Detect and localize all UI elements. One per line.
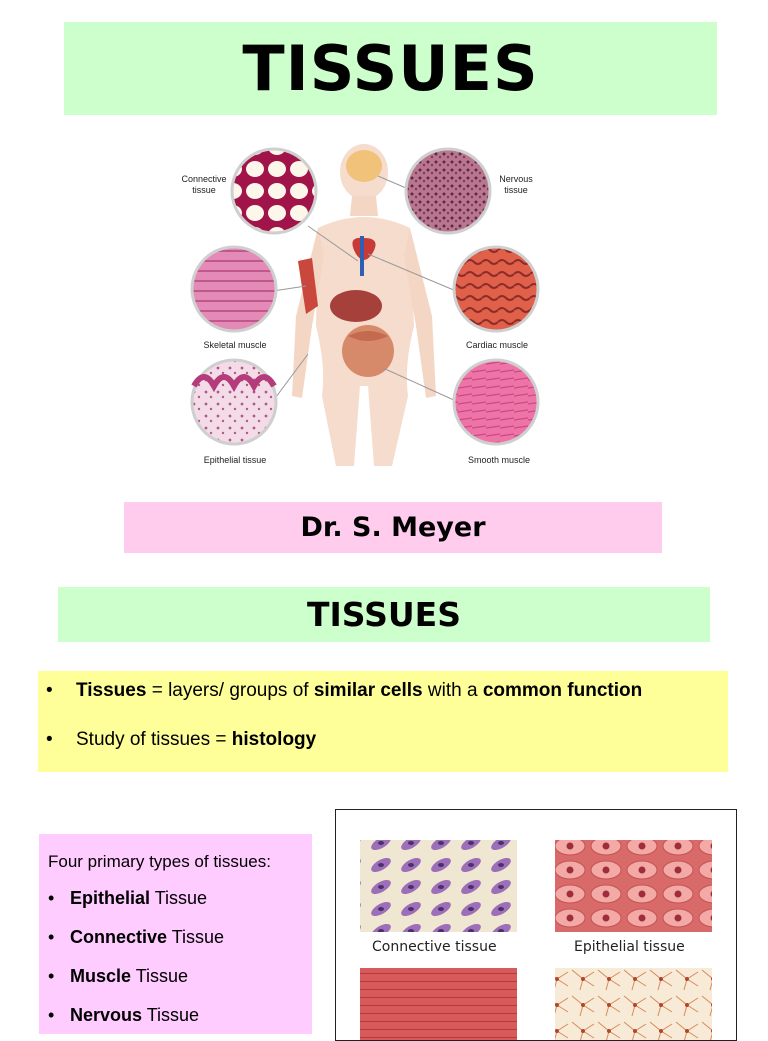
- author-name: Dr. S. Meyer: [124, 502, 662, 553]
- type-suffix: Tissue: [150, 888, 208, 908]
- label-epithelial-tissue: Epithelial tissue: [204, 455, 267, 465]
- type-suffix: Tissue: [167, 927, 225, 947]
- type-name: Connective: [70, 927, 168, 947]
- bullet: •: [46, 729, 53, 750]
- nervous-tissue-circle: [404, 147, 492, 235]
- types-intro: Four primary types of tissues:: [48, 852, 271, 871]
- list-item: • Connective Tissue: [48, 927, 224, 948]
- human-body: [292, 144, 436, 466]
- definition-box: • Tissues = layers/ groups of similar cel…: [38, 671, 728, 772]
- connective-tissue-tile: [360, 840, 517, 932]
- skeletal-muscle-circle: [190, 245, 278, 333]
- tissue-samples-figure: Connective tissue Epithelial tissue: [335, 809, 737, 1041]
- list-item: • Muscle Tissue: [48, 966, 188, 987]
- term-tissues: Tissues: [76, 680, 147, 701]
- definition-text: = layers/ groups of: [146, 680, 314, 701]
- label-nervous-1: Nervous: [499, 174, 533, 184]
- section-heading: TISSUES: [58, 587, 710, 642]
- list-item: • Epithelial Tissue: [48, 888, 207, 909]
- connector-lines: [272, 175, 457, 402]
- type-name: Muscle: [70, 966, 132, 986]
- definition-bullet-histology: • Study of tissues = histology: [46, 729, 316, 751]
- page-title: TISSUES: [64, 22, 717, 115]
- label-connective-1: Connective: [181, 174, 226, 184]
- body-tissues-illustration: Connective tissue Nervous tissue Skeleta…: [181, 144, 540, 466]
- tissue-tiles: [360, 840, 712, 1040]
- bullet: •: [48, 927, 55, 947]
- bullet: •: [48, 888, 55, 908]
- definition-text: Study of tissues =: [76, 729, 232, 750]
- label-cardiac-muscle: Cardiac muscle: [466, 340, 528, 350]
- term-histology: histology: [231, 729, 317, 750]
- type-name: Epithelial: [70, 888, 151, 908]
- label-connective-2: tissue: [192, 185, 216, 195]
- bullet: •: [48, 966, 55, 986]
- cardiac-muscle-circle: [452, 245, 540, 333]
- nervous-tissue-tile: [555, 968, 712, 1040]
- connective-tissue-circle: [230, 147, 318, 235]
- bullet: •: [46, 680, 53, 701]
- list-item: • Nervous Tissue: [48, 1005, 199, 1026]
- type-suffix: Tissue: [131, 966, 189, 986]
- bullet: •: [48, 1005, 55, 1025]
- muscle-tissue-tile: [360, 968, 517, 1040]
- term-common-function: common function: [482, 680, 643, 701]
- tissue-overview-figure: Connective tissue Nervous tissue Skeleta…: [178, 136, 550, 476]
- label-skeletal-muscle: Skeletal muscle: [203, 340, 266, 350]
- caption-epithelial-tissue: Epithelial tissue: [574, 939, 685, 955]
- type-suffix: Tissue: [142, 1005, 200, 1025]
- smooth-muscle-circle: [452, 358, 540, 446]
- definition-bullet-tissues: • Tissues = layers/ groups of similar cel…: [46, 680, 642, 702]
- type-name: Nervous: [70, 1005, 143, 1025]
- caption-connective-tissue: Connective tissue: [372, 939, 497, 955]
- epithelial-tissue-tile: [555, 840, 712, 932]
- label-nervous-2: tissue: [504, 185, 528, 195]
- epithelial-tissue-circle: [190, 358, 278, 446]
- term-similar-cells: similar cells: [313, 680, 423, 701]
- definition-text: with a: [422, 680, 483, 701]
- tissue-types-box: Four primary types of tissues: • Epitheli…: [39, 834, 312, 1034]
- label-smooth-muscle: Smooth muscle: [468, 455, 530, 465]
